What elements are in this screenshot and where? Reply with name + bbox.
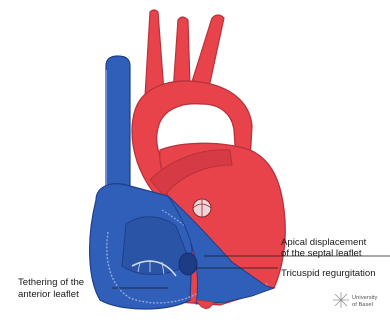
label-tethering-line1: Tethering of the xyxy=(18,277,84,288)
aortic-valve xyxy=(193,199,211,217)
vena-cava xyxy=(106,56,130,200)
logo-line1: University xyxy=(352,295,378,301)
university-basel-logo: University of Basel xyxy=(333,292,378,308)
starburst-icon xyxy=(333,292,349,308)
label-apical-line1: Apical displacement xyxy=(281,237,367,248)
label-tethering-line2: anterior leaflet xyxy=(18,289,79,300)
apex xyxy=(196,300,214,309)
label-apical-line2: of the septal leaflet xyxy=(281,248,362,259)
label-tricuspid: Tricuspid regurgitation xyxy=(281,268,376,279)
logo-line2: of Basel xyxy=(352,302,373,308)
tricuspid-regurgitation-jet xyxy=(179,253,197,275)
